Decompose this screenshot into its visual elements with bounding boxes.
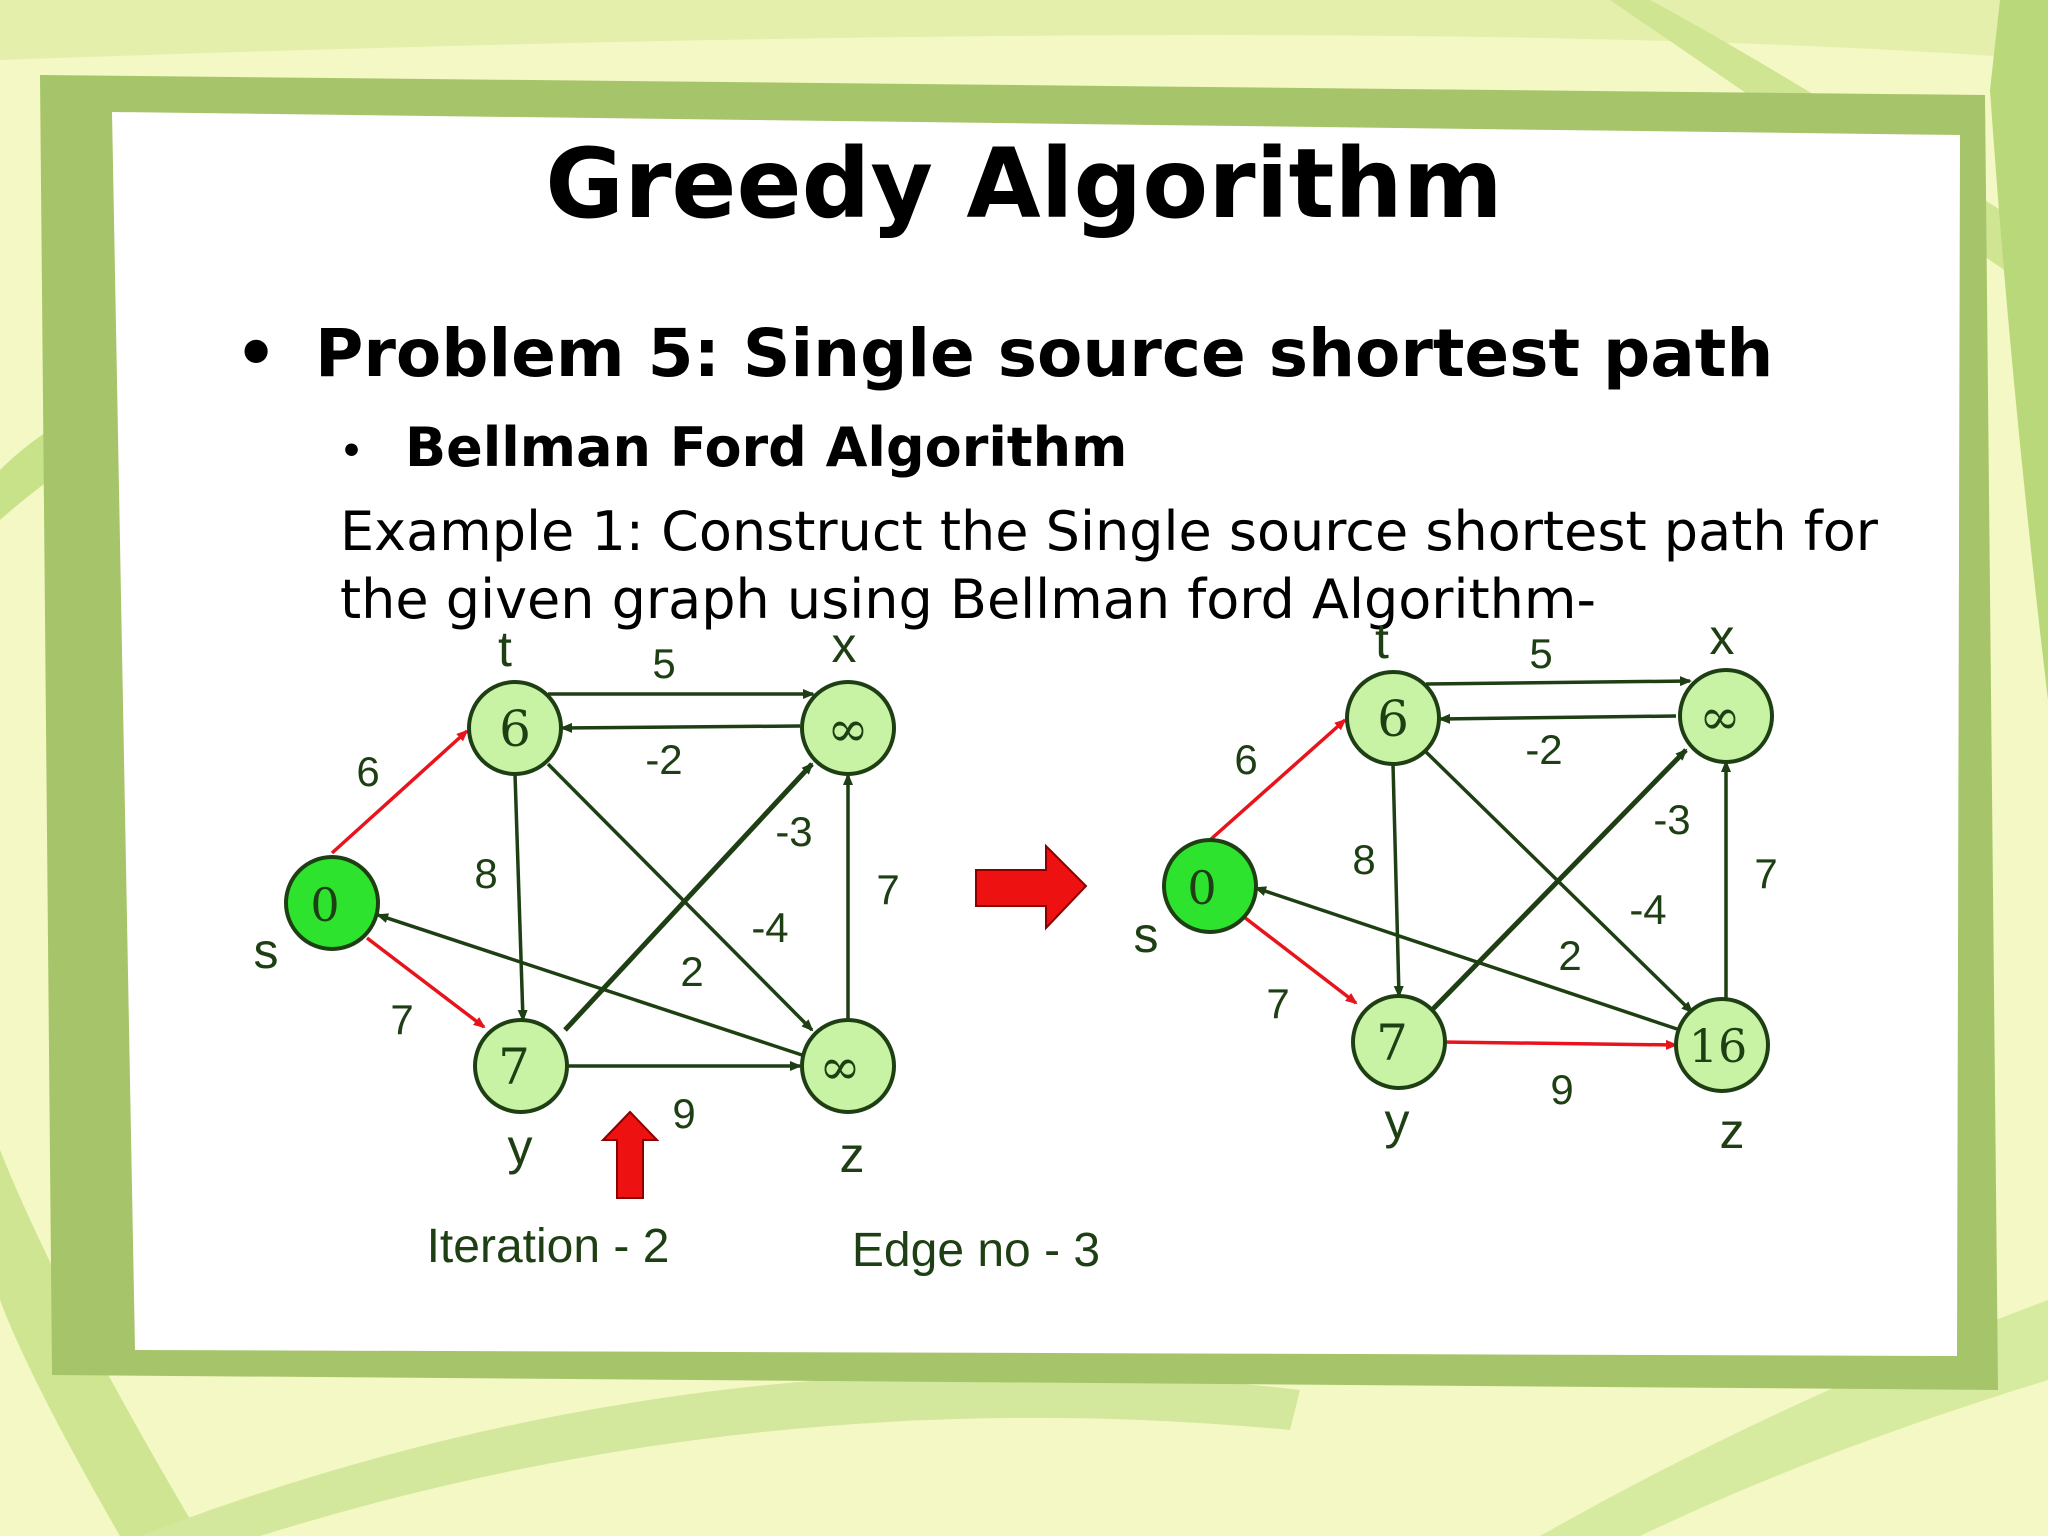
weight-y-z-right: 9 [1550,1066,1573,1113]
weight-s-y-right: 7 [1266,980,1289,1027]
edge-t-y-right [1391,763,1404,998]
right-arrow-icon [975,843,1088,931]
weight-z-x-right: 7 [1754,850,1777,897]
node-y-right-value: 7 [1376,1014,1408,1072]
node-x-value: ∞ [827,700,869,758]
weight-t-y-right: 8 [1352,836,1375,883]
graph-right-node-names: t x s y z [1134,609,1745,1159]
node-z-value: ∞ [819,1038,861,1096]
up-arrow-icon [600,1110,660,1199]
weight-z-s-right: 2 [1558,932,1581,979]
graph-left-node-names: t x s y z [254,617,865,1183]
bullet-problem-text: Problem 5: Single source shortest path [315,315,1774,392]
node-t-right-value: 6 [1377,690,1409,748]
example-text: Example 1: Construct the Single source s… [340,500,1878,631]
graph-right-nodes: 6 ∞ 0 7 16 [1162,668,1774,1093]
weight-t-z: -4 [751,904,788,951]
bullet-algorithm: • Bellman Ford Algorithm [340,418,1127,477]
node-name-x-right: x [1710,609,1735,665]
edge-x-t [560,722,801,733]
node-z: ∞ [800,1018,896,1114]
node-z-right: 16 [1674,997,1770,1093]
edge-t-y [513,773,528,1022]
weight-s-y: 7 [390,996,413,1043]
weight-t-x-right: 5 [1529,630,1552,677]
weight-z-x: 7 [876,866,899,913]
edge-s-t-right [1208,718,1347,842]
weight-y-z: 9 [672,1090,695,1137]
graph-left-nodes: 6 ∞ 0 7 ∞ [284,680,896,1114]
node-name-y: y [508,1119,533,1175]
edge-number-label: Edge no - 3 [852,1224,1100,1277]
node-name-t: t [498,621,512,677]
weight-t-x: 5 [652,640,675,687]
node-name-t-right: t [1375,613,1389,669]
weight-y-x-right: -3 [1653,796,1690,843]
graph-left-edges [330,689,853,1071]
weight-x-t-right: -2 [1525,726,1562,773]
node-y-right: 7 [1351,994,1447,1090]
bullet-dot: • [235,315,278,392]
bullet-algorithm-text: Bellman Ford Algorithm [405,416,1128,479]
weight-t-z-right: -4 [1629,886,1666,933]
graph-right-weights: 5 -2 6 7 8 -3 -4 7 2 9 [1234,630,1777,1113]
node-s: 0 [284,855,380,951]
edge-s-t [330,729,469,855]
edge-t-x-right [1425,676,1692,687]
iteration-label: Iteration - 2 [427,1220,670,1273]
weight-x-t: -2 [645,736,682,783]
weight-y-x: -3 [775,808,812,855]
node-x-right-value: ∞ [1699,688,1741,746]
node-s-right-value: 0 [1187,861,1216,915]
node-x-right: ∞ [1678,668,1774,764]
slide-panel [112,112,1960,1356]
node-z-right-value: 16 [1689,1019,1748,1073]
node-t-value: 6 [499,700,531,758]
graph-left-weights: 5 -2 6 7 8 -3 -4 7 2 9 [356,640,899,1137]
edge-y-x [563,762,814,1032]
node-s-value: 0 [310,878,339,932]
edge-z-s-right [1254,886,1681,1032]
weight-z-s: 2 [680,948,703,995]
node-name-y-right: y [1385,1093,1410,1149]
node-name-s-right: s [1134,907,1159,963]
weight-s-t: 6 [356,748,379,795]
node-t: 6 [467,680,563,776]
edge-t-z-right [1424,750,1694,1014]
node-s-right: 0 [1162,838,1258,934]
node-y-value: 7 [498,1038,530,1096]
edge-z-s [376,913,803,1057]
edge-x-t-right [1438,713,1677,724]
graph-left: 5 -2 6 7 8 -3 -4 7 2 9 6 ∞ 0 [254,617,1101,1277]
weight-s-t-right: 6 [1234,736,1257,783]
bullet-problem: • Problem 5: Single source shortest path [235,315,1774,392]
graph-right: 5 -2 6 7 8 -3 -4 7 2 9 6 ∞ 0 [1134,609,1778,1159]
edge-y-z-right [1440,1039,1678,1050]
node-name-x: x [832,617,857,673]
edge-t-z [546,762,814,1032]
weight-t-y: 8 [474,850,497,897]
node-name-z-right: z [1720,1103,1745,1159]
bullet-dot-small: • [340,430,364,472]
node-x: ∞ [800,680,896,776]
node-name-s: s [254,923,279,979]
edge-s-y [365,936,486,1029]
node-name-z: z [840,1127,865,1183]
edge-s-y-right [1242,915,1358,1005]
node-y: 7 [473,1018,569,1114]
node-t-right: 6 [1345,670,1441,766]
slide-title: Greedy Algorithm [545,128,1503,240]
graph-right-edges [1208,676,1731,1050]
